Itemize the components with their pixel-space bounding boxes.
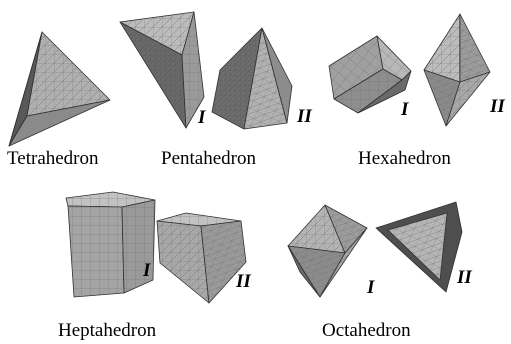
heptahedron-label-two: II: [235, 271, 251, 292]
hexahedron-label-one: I: [400, 99, 409, 120]
heptahedron-label-one: I: [142, 260, 151, 281]
caption-heptahedron: Heptahedron: [58, 320, 157, 341]
caption-hexahedron: Hexahedron: [358, 148, 451, 169]
caption-pentahedron: Pentahedron: [161, 148, 256, 169]
octahedron-variant-two-shape: [375, 201, 463, 293]
hexahedron-variant-one-shape: [328, 35, 412, 114]
pentahedron-variant-two-shape: [211, 27, 293, 130]
octahedron-variant-one-shape: [287, 204, 368, 298]
octahedron-label-two: II: [456, 267, 472, 288]
pentahedron-variant-one-shape: [119, 11, 205, 129]
heptahedron-variant-one-shape: [65, 191, 156, 298]
pentahedron-label-two: II: [296, 106, 312, 127]
hexahedron-label-two: II: [489, 96, 505, 117]
hexahedron-variant-two-shape: [423, 13, 491, 127]
tetrahedron-shape: [8, 31, 111, 147]
caption-octahedron: Octahedron: [322, 320, 411, 341]
pentahedron-label-one: I: [197, 107, 206, 128]
caption-tetrahedron: Tetrahedron: [7, 148, 99, 169]
octahedron-label-one: I: [366, 277, 375, 298]
heptahedron-variant-two-shape: [156, 212, 247, 304]
